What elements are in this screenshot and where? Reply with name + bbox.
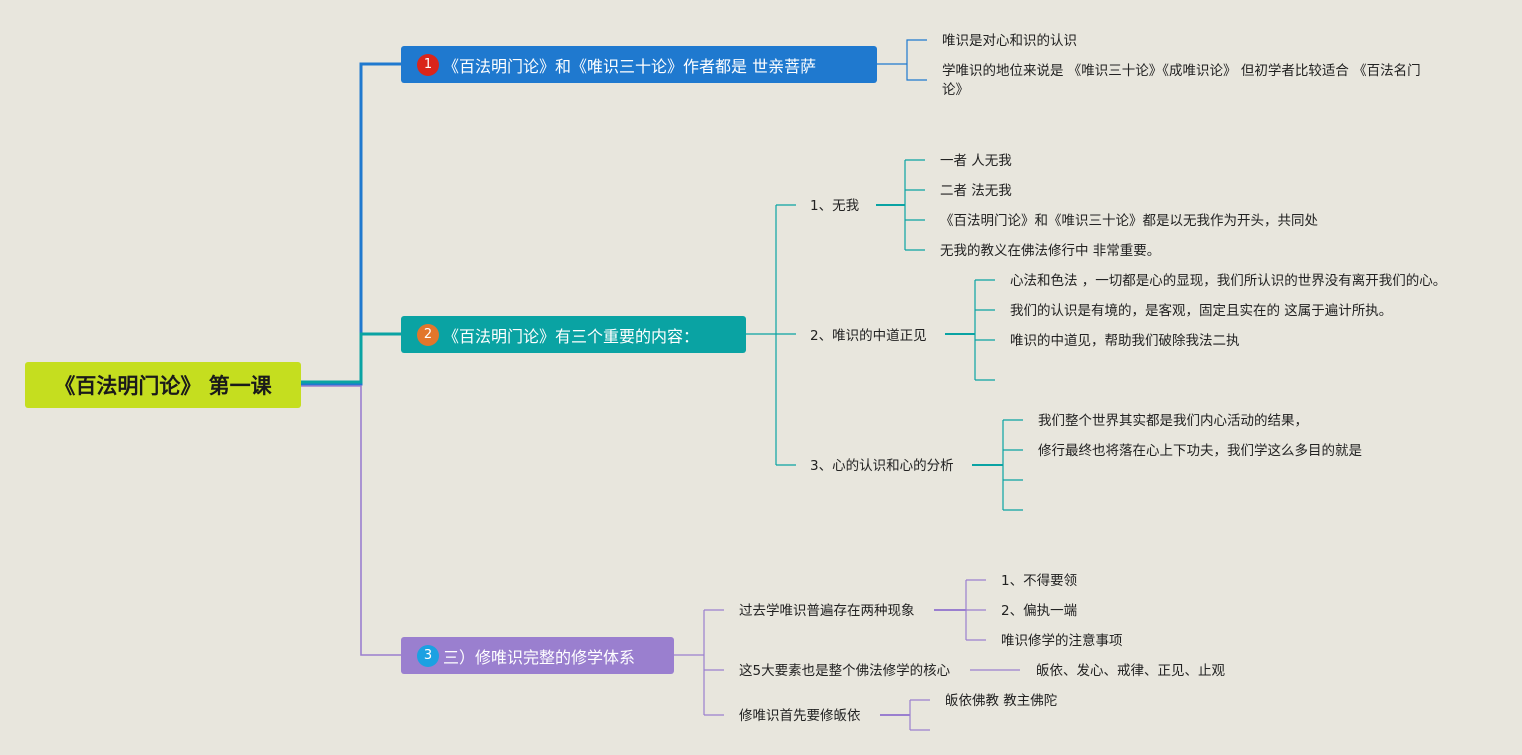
- branch-3-label: 三）修唯识完整的修学体系: [443, 647, 636, 667]
- branch-2-sub-1-child-4[interactable]: 无我的教义在佛法修行中 非常重要。: [940, 243, 1161, 259]
- branch-1-label: 《百法明门论》和《唯识三十论》作者都是 世亲菩萨: [443, 56, 817, 76]
- branch-3-sub-3-child-1[interactable]: 皈依佛教 教主佛陀: [945, 693, 1058, 709]
- branch-3-sub-1-child-3[interactable]: 唯识修学的注意事项: [1001, 633, 1123, 649]
- branch-2-sub-3-child-2[interactable]: 修行最终也将落在心上下功夫，我们学这么多目的就是: [1038, 443, 1362, 459]
- branch-topic-2[interactable]: 2 《百法明门论》有三个重要的内容：: [401, 316, 746, 353]
- branch-2-sub-3[interactable]: 3、心的认识和心的分析: [810, 458, 954, 474]
- branch-3-sub-1-child-1[interactable]: 1、不得要领: [1001, 573, 1078, 589]
- branch-topic-1[interactable]: 1 《百法明门论》和《唯识三十论》作者都是 世亲菩萨: [401, 46, 877, 83]
- branch-3-sub-2[interactable]: 这5大要素也是整个佛法修学的核心: [739, 663, 951, 679]
- branch-2-sub-2-child-3[interactable]: 唯识的中道见，帮助我们破除我法二执: [1010, 333, 1240, 349]
- number-badge-3-icon: 3: [417, 644, 439, 667]
- branch-2-sub-1-child-2[interactable]: 二者 法无我: [940, 183, 1012, 199]
- branch-2-sub-1-child-3[interactable]: 《百法明门论》和《唯识三十论》都是以无我作为开头，共同处: [940, 213, 1318, 229]
- branch-3-sub-3[interactable]: 修唯识首先要修皈依: [739, 708, 861, 724]
- branch-2-sub-1-child-1[interactable]: 一者 人无我: [940, 153, 1012, 169]
- branch-2-sub-2[interactable]: 2、唯识的中道正见: [810, 328, 927, 344]
- branch-2-sub-2-child-1[interactable]: 心法和色法 ，一切都是心的显现，我们所认识的世界没有离开我们的心。: [1010, 273, 1447, 289]
- branch-2-sub-2-child-2[interactable]: 我们的认识是有境的，是客观，固定且实在的 这属于遍计所执。: [1010, 303, 1393, 319]
- branch-topic-3[interactable]: 3 三）修唯识完整的修学体系: [401, 637, 674, 674]
- branch-3-sub-1-child-2[interactable]: 2、偏执一端: [1001, 603, 1078, 619]
- number-badge-1-icon: 1: [417, 53, 439, 76]
- number-badge-2-icon: 2: [417, 323, 439, 346]
- branch-1-child-2[interactable]: 学唯识的地位来说是 《唯识三十论》《成唯识论》 但初学者比较适合 《百法名门论》: [942, 63, 1421, 98]
- branch-3-sub-2-child-1[interactable]: 皈依、发心、戒律、正见、止观: [1036, 663, 1225, 679]
- branch-2-label: 《百法明门论》有三个重要的内容：: [443, 326, 700, 346]
- root-topic[interactable]: 《百法明门论》 第一课: [25, 362, 301, 408]
- branch-1-child-1[interactable]: 唯识是对心和识的认识: [942, 33, 1077, 49]
- branch-3-sub-1[interactable]: 过去学唯识普遍存在两种现象: [739, 603, 915, 619]
- branch-2-sub-3-child-1[interactable]: 我们整个世界其实都是我们内心活动的结果，: [1038, 413, 1308, 429]
- branch-2-sub-1[interactable]: 1、无我: [810, 198, 860, 214]
